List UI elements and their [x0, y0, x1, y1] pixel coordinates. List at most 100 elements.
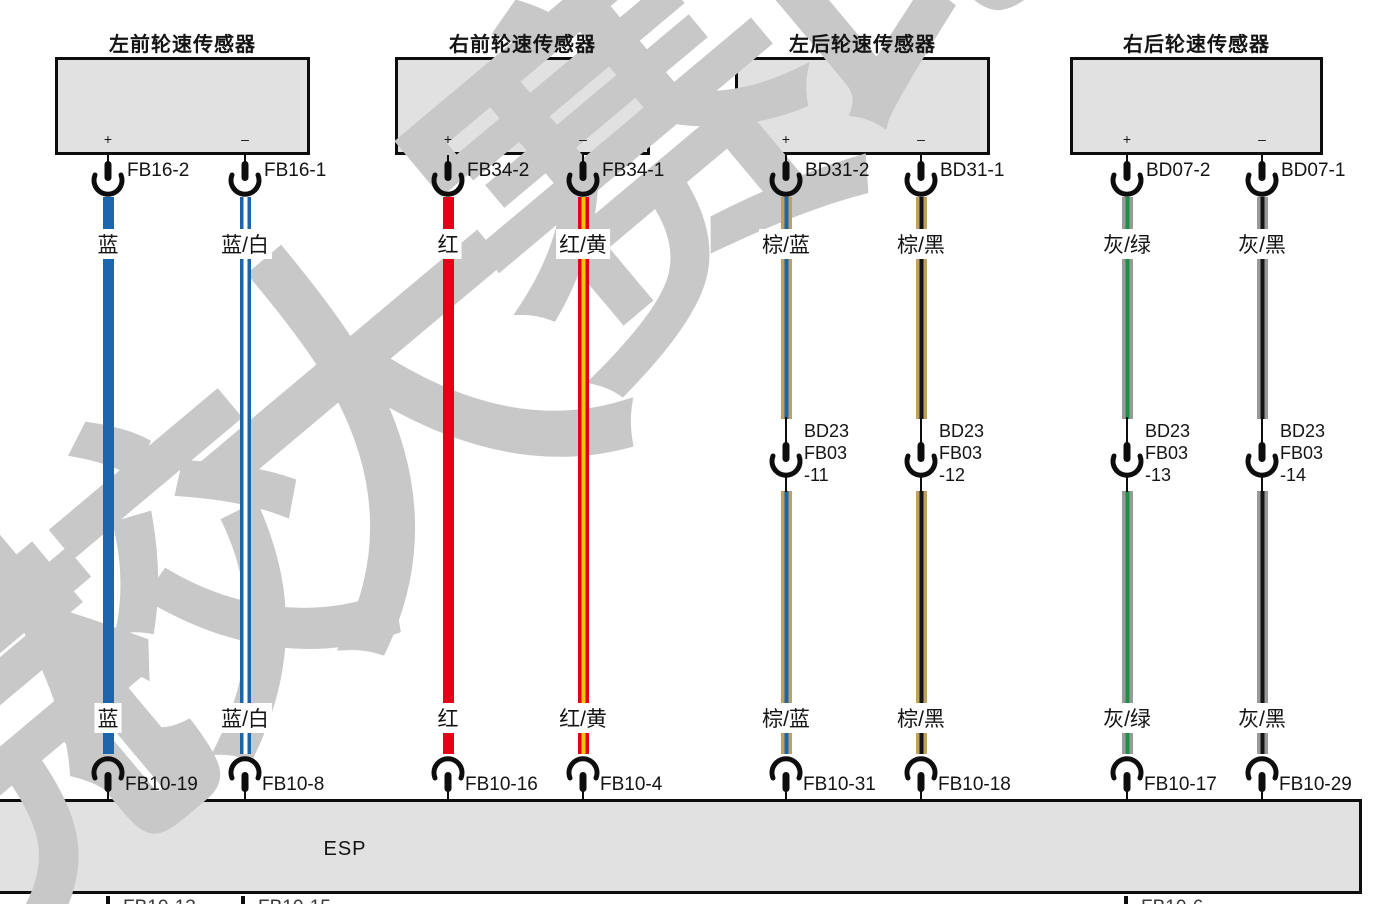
wire: [781, 491, 792, 754]
pin-sign: +: [443, 131, 453, 147]
inline-lead: [785, 477, 787, 492]
sensor-connector-icon: [430, 160, 466, 205]
wire-color-label: 棕/蓝: [759, 703, 813, 733]
esp-connector-icon: [430, 753, 466, 798]
pin-sign: +: [103, 131, 113, 147]
sensor-box: [55, 57, 310, 155]
esp-connector-icon-glyph: [1245, 756, 1279, 792]
sensor-pin-label: BD07-1: [1281, 160, 1346, 181]
inline-connector-label-line: FB03: [939, 443, 983, 463]
wire-color-label: 红/黄: [556, 229, 610, 259]
esp-pin-label: FB10-19: [125, 774, 198, 795]
next-row-pin-label: FB10-6: [1141, 897, 1203, 904]
inline-connector-label-line: -13: [1145, 465, 1172, 485]
inline-connector-label-line: BD23: [804, 421, 850, 441]
sensor-pin-label: FB34-2: [467, 160, 530, 181]
wire-color-label: 蓝/白: [218, 703, 272, 733]
inline-connector-icon-glyph: [769, 442, 803, 478]
wire-color-label: 红: [434, 703, 462, 733]
esp-lead: [107, 791, 109, 801]
wire: [578, 197, 589, 754]
sensor-pin-label: BD07-2: [1146, 160, 1211, 181]
inline-lead: [785, 417, 787, 443]
sensor-connector-icon-glyph: [1110, 161, 1144, 197]
inline-connector-icon: [1244, 441, 1280, 486]
wire-color-label: 棕/黑: [894, 703, 948, 733]
wire-color-label: 红: [434, 229, 462, 259]
esp-lead: [1126, 791, 1128, 801]
wire: [103, 197, 114, 754]
inline-connector-icon-glyph: [1245, 442, 1279, 478]
pin-sign: –: [579, 131, 587, 147]
sensor-connector-icon: [90, 160, 126, 205]
sensor-pin-label: FB34-1: [602, 160, 665, 181]
inline-connector-icon: [768, 441, 804, 486]
wire: [781, 197, 792, 419]
inline-connector-label-line: -14: [1280, 465, 1307, 485]
pin-sign: –: [917, 131, 925, 147]
esp-connector-icon: [768, 753, 804, 798]
wire: [240, 197, 251, 754]
esp-connector-icon-glyph: [566, 756, 600, 792]
sensor-pin-label: FB16-2: [127, 160, 190, 181]
esp-lead: [785, 791, 787, 801]
next-row-pin-label: FB10-13: [123, 897, 196, 904]
pin-stub: [244, 155, 246, 164]
pin-stub: [447, 155, 449, 164]
sensor-connector-icon: [227, 160, 263, 205]
inline-connector-label-line: BD23: [1280, 421, 1326, 441]
inline-connector-label-line: FB03: [1145, 443, 1189, 463]
wire: [916, 491, 927, 754]
esp-connector-icon-glyph: [769, 756, 803, 792]
esp-connector-icon: [1109, 753, 1145, 798]
next-row-stub: [241, 896, 245, 904]
pin-stub: [920, 155, 922, 164]
sensor-connector-icon-glyph: [91, 161, 125, 197]
sensor-connector-icon-glyph: [228, 161, 262, 197]
pin-sign: +: [1122, 131, 1132, 147]
esp-connector-icon: [565, 753, 601, 798]
esp-pin-label: FB10-29: [1279, 774, 1352, 795]
esp-box: [0, 799, 1362, 894]
sensor-title: 左后轮速传感器: [789, 34, 936, 56]
pin-stub: [107, 155, 109, 164]
next-row-stub: [106, 896, 110, 904]
pin-stub: [785, 155, 787, 164]
wire-color-label: 蓝: [94, 703, 122, 733]
sensor-pin-label: FB16-1: [264, 160, 327, 181]
sensor-pin-label: BD31-2: [805, 160, 870, 181]
inline-lead: [920, 417, 922, 443]
inline-connector-label-line: -12: [939, 465, 966, 485]
wire: [1122, 197, 1133, 419]
sensor-connector-icon-glyph: [769, 161, 803, 197]
sensor-connector-icon: [1244, 160, 1280, 205]
pin-sign: –: [1258, 131, 1266, 147]
esp-lead: [244, 791, 246, 801]
esp-connector-icon: [227, 753, 263, 798]
pin-stub: [582, 155, 584, 164]
sensor-connector-icon: [1109, 160, 1145, 205]
wire-color-label: 蓝: [94, 229, 122, 259]
inline-connector-label-line: -11: [804, 465, 829, 485]
sensor-box: [1070, 57, 1323, 155]
sensor-connector-icon-glyph: [1245, 161, 1279, 197]
wire: [1257, 197, 1268, 419]
esp-connector-icon-glyph: [228, 756, 262, 792]
esp-connector-icon-glyph: [1110, 756, 1144, 792]
esp-lead: [447, 791, 449, 801]
wire: [1257, 491, 1268, 754]
inline-connector-label-line: FB03: [1280, 443, 1324, 463]
inline-lead: [1261, 417, 1263, 443]
next-row-stub: [1124, 896, 1128, 904]
wire: [443, 197, 454, 754]
sensor-box: [395, 57, 650, 155]
inline-lead: [920, 477, 922, 492]
esp-connector-icon: [903, 753, 939, 798]
esp-pin-label: FB10-17: [1144, 774, 1217, 795]
inline-connector-icon-glyph: [904, 442, 938, 478]
sensor-connector-icon: [565, 160, 601, 205]
inline-connector-icon-glyph: [1110, 442, 1144, 478]
